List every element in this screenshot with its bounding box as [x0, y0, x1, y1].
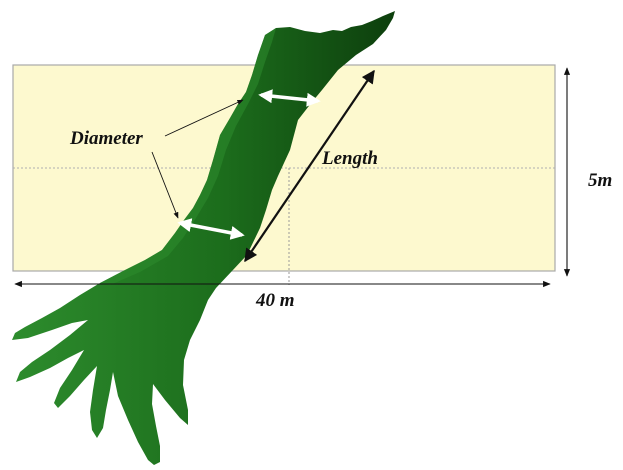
- width-dimension-label: 5m: [588, 170, 612, 191]
- length-dimension-label: 40 m: [255, 290, 295, 311]
- length-label: Length: [321, 148, 378, 169]
- diameter-label: Diameter: [69, 128, 143, 149]
